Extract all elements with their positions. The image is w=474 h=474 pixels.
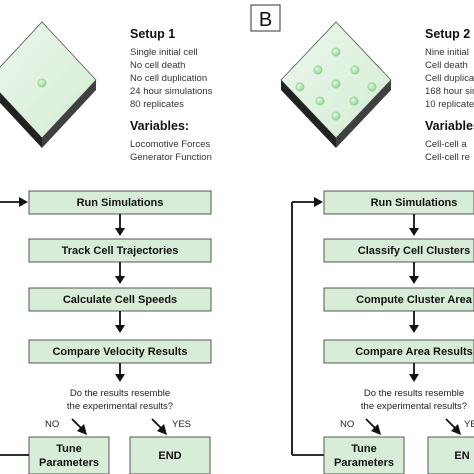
flowchart-left: Run Simulations Track Cell Trajectories … xyxy=(0,190,212,474)
step-label: Tune xyxy=(56,443,81,455)
setup2-condition: 10 replicates xyxy=(425,99,474,110)
step-label: Track Cell Trajectories xyxy=(62,245,179,257)
step-tune-parameters xyxy=(28,436,110,474)
answer-no: NO xyxy=(45,419,59,430)
decision-question: the experimental results? xyxy=(361,401,467,412)
flowchart-right: Run Simulations Classify Cell Clusters C… xyxy=(291,190,474,474)
setup1-condition: Single initial cell xyxy=(130,47,198,58)
step-classify-cell-clusters xyxy=(323,238,474,263)
setup1-variable: Generator Function xyxy=(130,152,212,163)
decision-question: Do the results resemble xyxy=(70,388,170,399)
setup1-condition: 80 replicates xyxy=(130,99,184,110)
setup2-condition: 168 hour sim xyxy=(425,86,474,97)
svg-text:B: B xyxy=(259,9,272,31)
step-end xyxy=(129,436,211,474)
setup1-title: Setup 1 xyxy=(130,27,175,41)
cell-dot xyxy=(313,65,323,75)
step-end xyxy=(427,436,474,474)
decision-question: the experimental results? xyxy=(67,401,173,412)
panel-label-b: B xyxy=(250,4,281,32)
cell-dot xyxy=(349,96,359,106)
cell-dot xyxy=(331,111,341,121)
setup2-variables-title: Variables: xyxy=(425,119,474,133)
cell-dot xyxy=(350,65,360,75)
step-label: Run Simulations xyxy=(371,197,458,209)
step-label: END xyxy=(158,450,181,462)
step-label: Parameters xyxy=(334,457,394,469)
setup2-variable: Cell-cell re xyxy=(425,152,470,163)
dish-setup2 xyxy=(280,21,392,148)
step-label: Classify Cell Clusters xyxy=(358,245,471,257)
setup2-condition: Nine initial xyxy=(425,47,469,58)
cell-dot xyxy=(331,47,341,57)
step-compute-cluster-area xyxy=(323,287,474,312)
step-label: EN xyxy=(454,450,469,462)
cell-dot xyxy=(37,78,47,88)
step-label: Tune xyxy=(351,443,376,455)
decision-question: Do the results resemble xyxy=(364,388,464,399)
setup1-condition: No cell death xyxy=(130,60,185,71)
cell-dot xyxy=(367,82,377,92)
dish-setup1 xyxy=(0,21,97,148)
setup1-variables-title: Variables: xyxy=(130,119,189,133)
setup1-variable: Locomotive Forces xyxy=(130,139,211,150)
setup2-condition: Cell death xyxy=(425,60,468,71)
cell-dot xyxy=(331,79,341,89)
step-label: Compare Area Results xyxy=(355,346,473,358)
setup1-condition: 24 hour simulations xyxy=(130,86,213,97)
step-label: Calculate Cell Speeds xyxy=(63,294,177,306)
step-compare-area-results xyxy=(323,339,474,364)
cell-dot xyxy=(315,96,325,106)
answer-yes: YES xyxy=(172,419,191,430)
step-label: Compute Cluster Area xyxy=(356,294,473,306)
setup1-condition: No cell duplication xyxy=(130,73,207,84)
step-label: Run Simulations xyxy=(77,197,164,209)
cell-dot xyxy=(295,82,305,92)
answer-yes: YE xyxy=(464,419,474,430)
step-label: Compare Velocity Results xyxy=(52,346,187,358)
setup2-title: Setup 2 xyxy=(425,27,470,41)
step-tune-parameters xyxy=(323,436,405,474)
step-label: Parameters xyxy=(39,457,99,469)
setup2-condition: Cell duplicat xyxy=(425,73,474,84)
setup2-variable: Cell-cell a xyxy=(425,139,467,150)
step-run-simulations xyxy=(323,190,474,215)
answer-no: NO xyxy=(340,419,354,430)
